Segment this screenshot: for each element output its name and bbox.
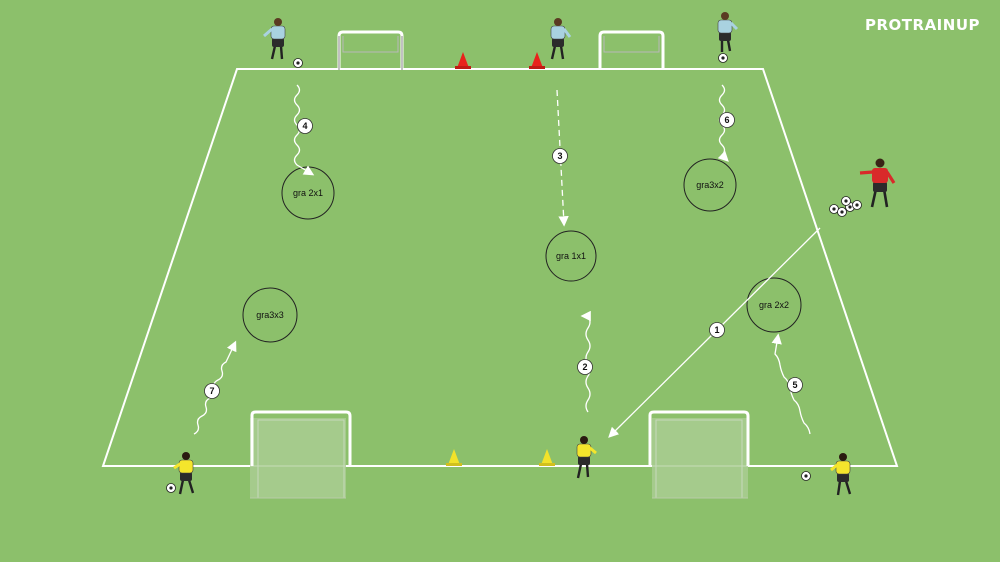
- player-blue-icon: [717, 12, 739, 52]
- player-yellow-icon: [830, 453, 852, 496]
- cone-icon: [539, 449, 555, 466]
- step-badge: 4: [297, 118, 313, 134]
- goal-icon: [250, 410, 352, 499]
- zone-circle: gra3x3: [242, 287, 298, 343]
- player-yellow-icon: [173, 452, 195, 495]
- dribble-arrow-4: [293, 84, 315, 176]
- step-badge: 1: [709, 322, 725, 338]
- zone-circle: gra 1x1: [545, 230, 597, 282]
- step-badge: 6: [719, 112, 735, 128]
- cone-icon: [446, 449, 462, 466]
- step-badge: 2: [577, 359, 593, 375]
- brand-logo: PROTRAINUP: [865, 16, 980, 34]
- player-yellow-icon: [576, 436, 597, 479]
- zone-circle: gra 2x1: [281, 166, 335, 220]
- zone-label: gra3x2: [696, 180, 724, 190]
- svg-text:3: 3: [557, 151, 562, 161]
- zone-label: gra 2x1: [293, 188, 323, 198]
- step-badge: 3: [552, 148, 568, 164]
- zone-label: gra3x3: [256, 310, 284, 320]
- step-badge: 7: [204, 383, 220, 399]
- ball-pile: [829, 196, 862, 217]
- goal-icon: [337, 30, 404, 70]
- cone-icon: [529, 52, 545, 69]
- svg-text:6: 6: [724, 115, 729, 125]
- zone-label: gra 2x2: [759, 300, 789, 310]
- svg-text:7: 7: [209, 386, 214, 396]
- goal-icon: [598, 30, 665, 70]
- goal-icon: [648, 410, 750, 499]
- svg-text:1: 1: [714, 325, 719, 335]
- zone-circle: gra 2x2: [746, 277, 802, 333]
- svg-text:5: 5: [792, 380, 797, 390]
- ball-icon: [166, 483, 176, 493]
- ball-icon: [718, 53, 728, 63]
- svg-text:4: 4: [302, 121, 307, 131]
- coach-icon: [859, 158, 896, 208]
- ball-icon: [801, 471, 811, 481]
- run-arrow-3: [556, 89, 569, 227]
- step-badge: 5: [787, 377, 803, 393]
- player-blue-icon: [550, 18, 572, 60]
- dribble-arrow-5: [771, 333, 811, 435]
- cone-icon: [455, 52, 471, 69]
- ball-icon: [293, 58, 303, 68]
- player-blue-icon: [263, 18, 286, 60]
- zone-circle: gra3x2: [683, 158, 737, 212]
- svg-text:2: 2: [582, 362, 587, 372]
- zone-label: gra 1x1: [556, 251, 586, 261]
- pitch-boundary: [101, 68, 899, 467]
